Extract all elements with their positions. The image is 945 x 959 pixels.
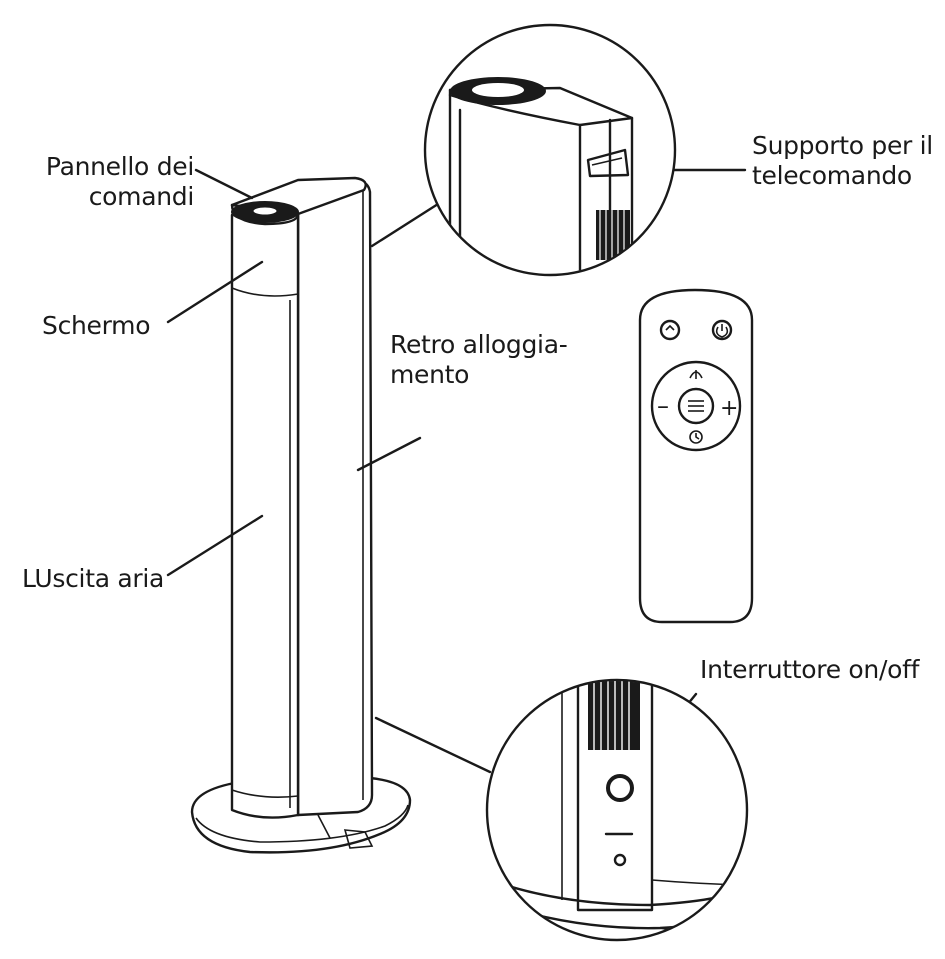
label-rear-housing-line1: Retro alloggia- [390, 330, 568, 359]
label-remote-holder-line1: Supporto per il [752, 131, 933, 160]
control-panel [230, 176, 367, 226]
label-control-panel-line1: Pannello dei [45, 152, 194, 181]
timer-icon [659, 319, 681, 341]
label-remote-holder-line2: telecomando [752, 161, 912, 190]
front-column [230, 212, 300, 819]
plus-icon: + [720, 396, 738, 421]
tower-heater [190, 176, 412, 854]
label-rear-housing: Retro alloggia- mento [390, 330, 568, 390]
mode-icon [688, 400, 704, 412]
leader-screen [166, 260, 264, 324]
power-icon [711, 319, 733, 341]
leader-lines [166, 168, 747, 787]
control-ring: – + [650, 360, 742, 452]
label-rear-housing-line2: mento [390, 360, 470, 389]
label-screen: Schermo [42, 311, 151, 340]
leader-control-panel [194, 168, 254, 200]
leader-top-zoom [370, 202, 440, 248]
clock-icon [689, 430, 703, 444]
leader-rear-housing [356, 436, 422, 472]
swing-icon [689, 370, 703, 379]
label-control-panel-line2: comandi [88, 182, 195, 211]
minus-icon: – [657, 392, 669, 420]
rear-housing [296, 180, 374, 817]
label-air-outlet: LUscita aria [22, 564, 165, 593]
label-power-switch: Interruttore on/off [700, 655, 920, 684]
label-remote-holder: Supporto per il telecomando [752, 131, 933, 191]
leader-bottom-zoom [374, 716, 492, 774]
leader-air-outlet [166, 514, 264, 577]
remote-control: – + [638, 288, 754, 624]
label-control-panel: Pannello dei comandi [14, 152, 194, 212]
zoom-circle-remote-holder [423, 23, 677, 277]
zoom-circle-power-switch [485, 678, 749, 942]
